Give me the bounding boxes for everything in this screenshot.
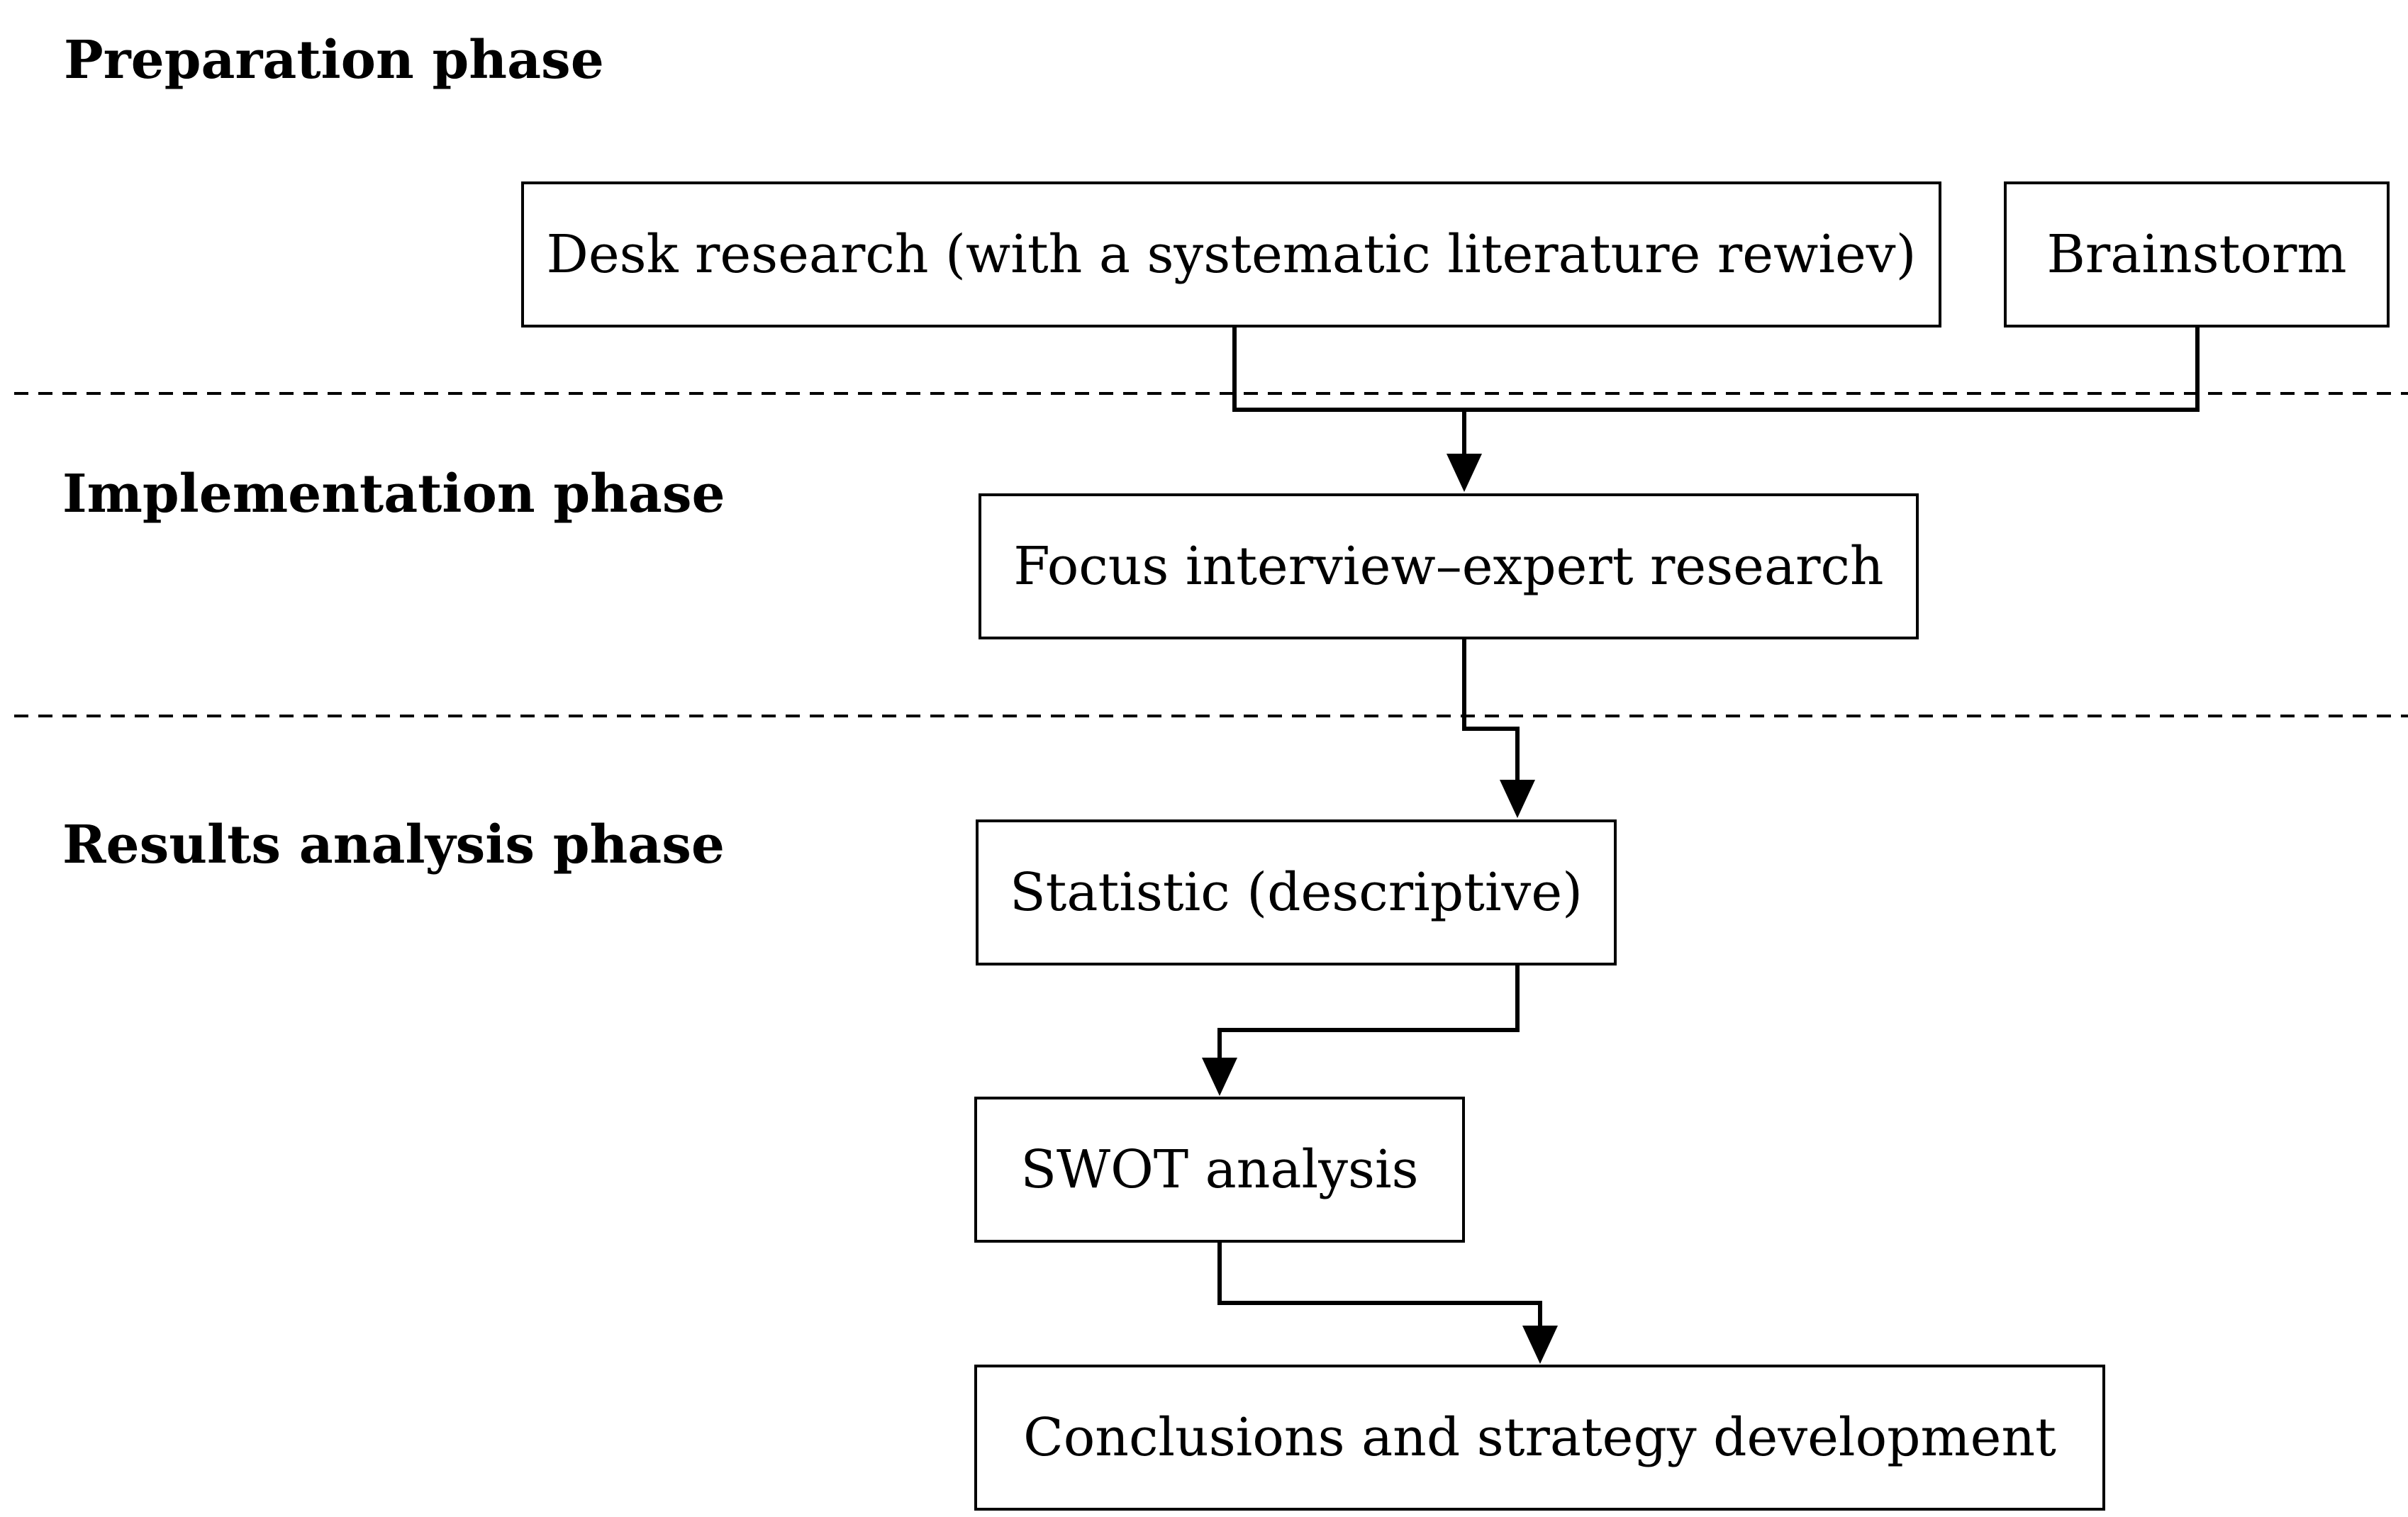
connector-focus-to-statistic [1462,638,1520,785]
node-desk-research-label: Desk research (with a systematic literat… [546,224,1917,285]
node-statistic-label: Statistic (descriptive) [1009,862,1583,923]
arrowhead-to-focus [1447,454,1482,492]
connector-statistic-to-swot [1217,964,1520,1063]
node-brainstorm-label: Brainstorm [2046,224,2347,285]
phase-label-implementation: Implementation phase [62,464,725,525]
arrowhead-to-statistic [1500,780,1535,818]
connector-swot-to-conclusions [1217,1242,1542,1331]
node-conclusions: Conclusions and strategy development [974,1365,2105,1511]
node-statistic: Statistic (descriptive) [976,819,1617,965]
arrowhead-to-swot [1202,1058,1237,1096]
node-desk-research: Desk research (with a systematic literat… [521,181,1941,328]
node-conclusions-label: Conclusions and strategy development [1023,1407,2056,1468]
connector-desk-to-merge [1232,326,2200,412]
node-swot-analysis-label: SWOT analysis [1020,1139,1419,1200]
node-focus-interview: Focus interview–expert research [979,493,1919,639]
arrowhead-to-conclusions [1522,1326,1558,1364]
node-swot-analysis: SWOT analysis [974,1097,1465,1243]
phase-label-preparation: Preparation phase [64,30,604,91]
node-brainstorm: Brainstorm [2004,181,2390,328]
phase-label-results-analysis: Results analysis phase [62,815,725,875]
node-focus-interview-label: Focus interview–expert research [1013,536,1884,597]
